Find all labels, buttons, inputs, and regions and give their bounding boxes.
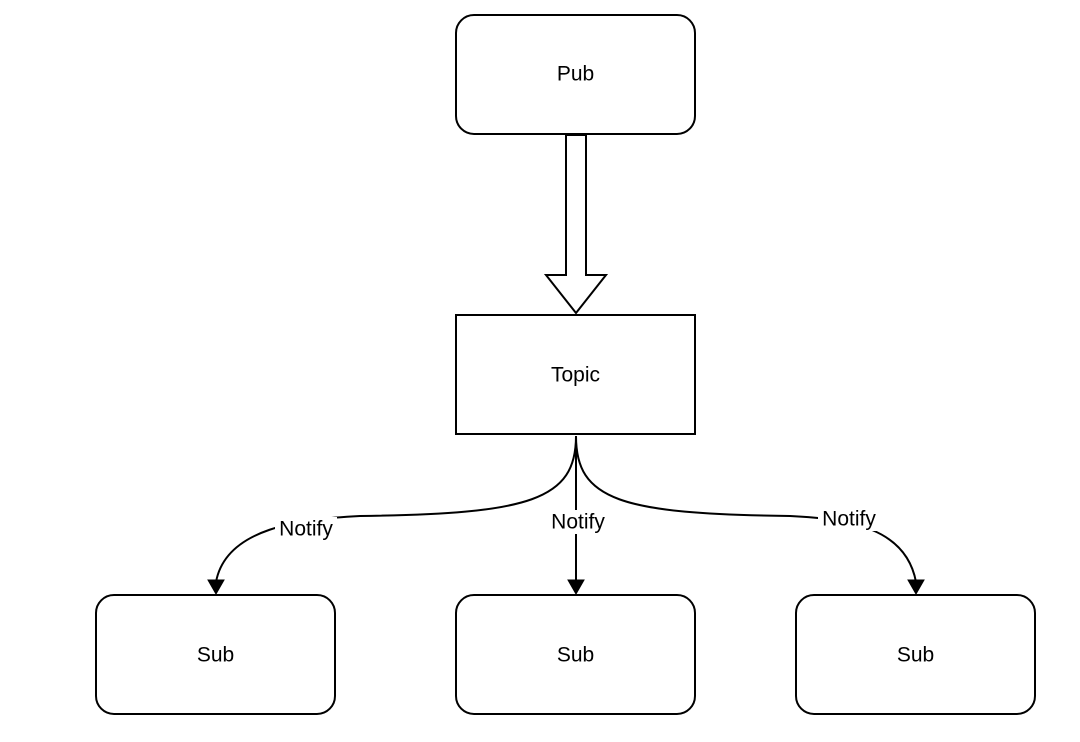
notify-edge-left-arrowhead [207,579,225,596]
subscriber-node-right[interactable]: Sub [795,594,1036,715]
subscriber-right-label: Sub [897,644,934,667]
topic-label: Topic [551,364,600,387]
subscriber-center-box [455,594,696,715]
notify-edge-left-line [215,435,577,583]
subscriber-right-box [795,594,1036,715]
notify-edge-right-label: Notify [822,508,876,531]
notify-edge-right-line [575,435,917,583]
publisher-node[interactable]: Pub [455,14,696,135]
notify-edge-right: Notify [575,435,925,596]
subscriber-node-left[interactable]: Sub [95,594,336,715]
subscriber-center-label: Sub [557,644,594,667]
publisher-label: Pub [557,63,594,86]
notify-center-label-bg [547,510,609,534]
notify-edge-right-arrowhead [907,579,925,596]
notify-edge-center-label: Notify [551,511,605,534]
notify-left-label-bg [275,517,337,541]
notify-edge-center: Notify [547,436,609,596]
notify-edge-center-arrowhead [567,579,585,596]
topic-node[interactable]: Topic [455,314,696,435]
subscriber-node-center[interactable]: Sub [455,594,696,715]
notify-right-label-bg [818,507,880,531]
topic-box [455,314,696,435]
subscriber-left-label: Sub [197,644,234,667]
publish-block-arrow [543,134,609,315]
notify-edge-left-label: Notify [279,518,333,541]
subscriber-left-box [95,594,336,715]
notify-edge-left: Notify [207,435,577,596]
